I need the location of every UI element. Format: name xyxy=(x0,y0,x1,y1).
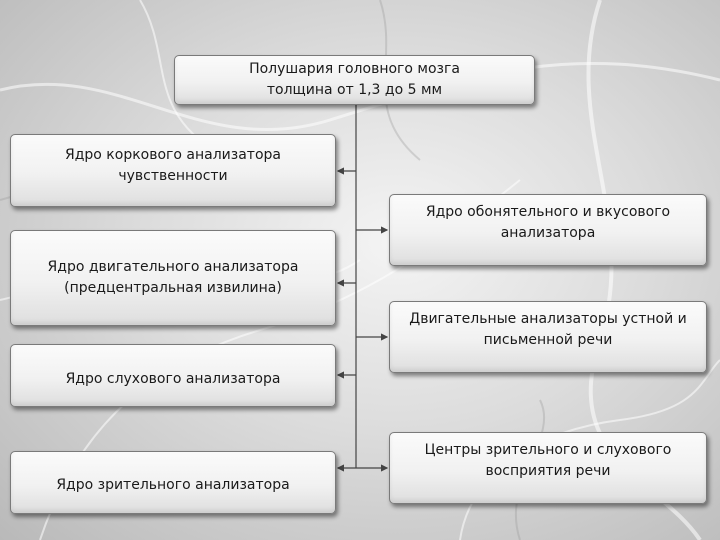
node-text: Ядро коркового анализатора чувственности xyxy=(65,146,281,184)
node-text: Ядро обонятельного и вкусового анализато… xyxy=(425,204,671,241)
node-text: Ядро двигательного анализатора (предцент… xyxy=(47,259,299,296)
node-auditory-analyzer: Ядро слухового анализатора xyxy=(10,344,336,407)
node-motor-analyzer: Ядро двигательного анализатора (предцент… xyxy=(10,230,336,326)
node-speech-motor-analyzers: Двигательные анализаторы устной и письме… xyxy=(389,301,707,373)
node-cortical-sensitivity-analyzer: Ядро коркового анализатора чувственности xyxy=(10,134,336,207)
node-speech-perception-centers: Центры зрительного и слухового восприяти… xyxy=(389,432,707,504)
node-text: Двигательные анализаторы устной и письме… xyxy=(409,311,687,348)
node-visual-analyzer: Ядро зрительного анализатора xyxy=(10,451,336,514)
node-text: Ядро зрительного анализатора xyxy=(56,477,290,493)
root-node-text: Полушария головного мозга толщина от 1,3… xyxy=(249,61,460,98)
node-text: Центры зрительного и слухового восприяти… xyxy=(424,442,672,479)
root-node-hemispheres: Полушария головного мозга толщина от 1,3… xyxy=(174,55,535,105)
node-text: Ядро слухового анализатора xyxy=(65,371,281,387)
node-olfactory-gustatory-analyzer: Ядро обонятельного и вкусового анализато… xyxy=(389,194,707,266)
